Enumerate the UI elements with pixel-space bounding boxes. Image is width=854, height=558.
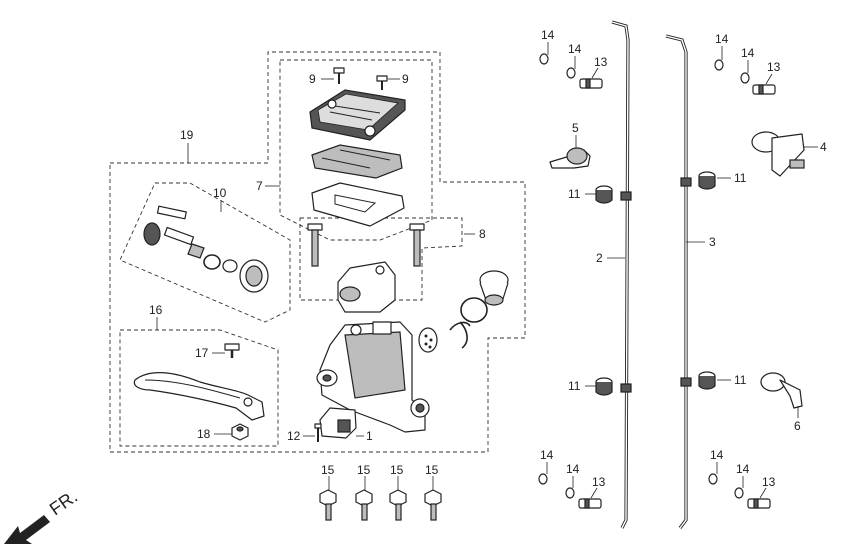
banjo-bolt-13a [579,78,603,89]
reservoir-diaphragm [311,144,403,179]
piston-boot [479,270,509,306]
callout-6: 6 [794,419,801,433]
callout-11a: 11 [568,187,581,201]
group-outline-16 [119,329,279,447]
grommet-11a [595,185,613,204]
callout-17: 17 [195,346,209,360]
washer-14g [708,473,718,485]
group-outline-7 [279,59,433,241]
group-outline-8 [299,217,463,301]
callout-14c: 14 [715,32,729,46]
callout-1: 1 [366,429,373,443]
cap-screw-left [333,67,345,84]
callout-15b: 15 [357,463,371,477]
bolt-15b [355,489,373,521]
front-direction-label: FR. [46,486,81,519]
callout-14d: 14 [741,46,755,60]
grommet-11b [698,171,716,190]
callout-10: 10 [213,186,227,200]
clamp-bolt-right [409,223,425,267]
washer-14d [740,72,750,84]
washer-14h [734,487,744,499]
callout-15c: 15 [390,463,404,477]
callout-15a: 15 [321,463,335,477]
group-outline-10 [119,182,291,323]
callout-9-left: 9 [309,72,316,86]
clamp-6 [760,372,803,409]
clamp-4 [751,131,805,177]
callout-14f: 14 [566,462,580,476]
brake-lever [133,372,265,421]
callout-7: 7 [256,179,263,193]
screw-12 [314,423,322,442]
bolt-15d [424,489,442,521]
reservoir-cap [309,89,406,141]
clip-5 [549,147,591,169]
callout-14b: 14 [568,42,582,56]
front-direction-arrow-icon [4,515,50,544]
callout-13c: 13 [592,475,606,489]
washer-14f [565,487,575,499]
callout-13d: 13 [762,475,776,489]
banjo-bolt-13d [747,498,771,509]
callout-15d: 15 [425,463,439,477]
piston-assembly [143,205,269,293]
washer-14a [539,53,549,65]
callout-12: 12 [287,429,301,443]
washer-14c [714,59,724,71]
bolt-15a [319,489,337,521]
callout-3: 3 [709,235,716,249]
callout-11c: 11 [568,379,581,393]
callout-16: 16 [149,303,163,317]
callout-11b: 11 [734,171,747,185]
master-cylinder-body [316,321,430,433]
callout-11d: 11 [734,373,747,387]
callout-14a: 14 [541,28,555,42]
grommet-11c [595,377,613,396]
reservoir-plate [311,182,405,227]
callout-9-right: 9 [402,72,409,86]
callout-13b: 13 [767,60,781,74]
bolt-15c [389,489,407,521]
callout-5: 5 [572,121,579,135]
washer-14b [566,67,576,79]
cap-screw-right [376,75,388,90]
callout-4: 4 [820,140,827,154]
callout-14e: 14 [540,448,554,462]
grommet-11d [698,371,716,390]
brake-hose-2 [611,20,632,529]
callout-18: 18 [197,427,211,441]
brake-hose-3 [665,34,692,529]
callout-2: 2 [596,251,603,265]
callout-13a: 13 [594,55,608,69]
callout-19: 19 [180,128,194,142]
switch-bracket [319,407,357,439]
group-outline-19 [109,51,526,453]
leader-lines [156,42,818,499]
handlebar-clamp [337,261,396,313]
reservoir-screen [418,327,438,353]
banjo-bolt-13c [578,498,602,509]
washer-14e [538,473,548,485]
lever-screw-17 [224,343,240,358]
banjo-bolt-13b [752,84,776,95]
o-ring [460,297,488,323]
lever-nut-18 [231,423,249,441]
callout-8: 8 [479,227,486,241]
callout-14h: 14 [736,462,750,476]
callout-14g: 14 [710,448,724,462]
clamp-bolt-left [307,223,323,267]
circlip [449,321,471,349]
